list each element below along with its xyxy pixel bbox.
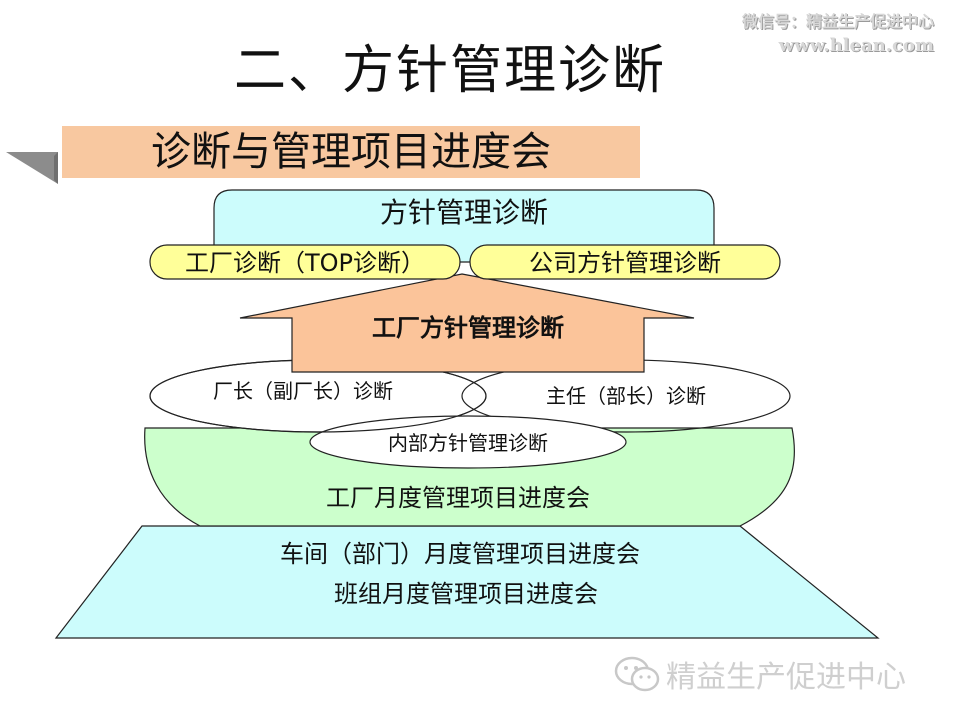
arrow-label: 工厂方针管理诊断: [372, 314, 564, 342]
trapezoid-line2: 班组月度管理项目进度会: [334, 580, 598, 608]
ellipse-center-label: 内部方针管理诊断: [388, 431, 548, 455]
pill-left-label: 工厂诊断（TOP诊断）: [185, 249, 425, 277]
page-title: 二、方针管理诊断: [233, 41, 666, 101]
bowl-label: 工厂月度管理项目进度会: [326, 484, 590, 512]
gray-triangle-marker: [6, 152, 58, 184]
ellipse-right-label: 主任（部长）诊断: [546, 384, 706, 408]
top-box-label: 方针管理诊断: [380, 196, 548, 229]
upward-arrow: [239, 273, 695, 373]
pill-right-label: 公司方针管理诊断: [529, 249, 721, 277]
watermark-url: www.hlean.com: [778, 35, 934, 56]
watermark-brand: 精益生产促进中心: [666, 660, 906, 695]
watermark-top: 微信号：精益生产促进中心 www.hlean.com: [742, 10, 934, 58]
trapezoid-line1: 车间（部门）月度管理项目进度会: [280, 540, 640, 568]
subtitle: 诊断与管理项目进度会: [151, 129, 551, 175]
pill-right: [469, 244, 781, 280]
wechat-logo-icon: [614, 656, 660, 692]
bowl-shape: [144, 427, 795, 527]
subtitle-band: [62, 126, 640, 178]
ellipse-left-label: 厂长（副厂长）诊断: [213, 379, 393, 403]
watermark-bottom: 精益生产促进中心: [614, 652, 906, 696]
watermark-wechat-id: 微信号：精益生产促进中心: [741, 12, 934, 31]
pill-left: [149, 244, 461, 280]
